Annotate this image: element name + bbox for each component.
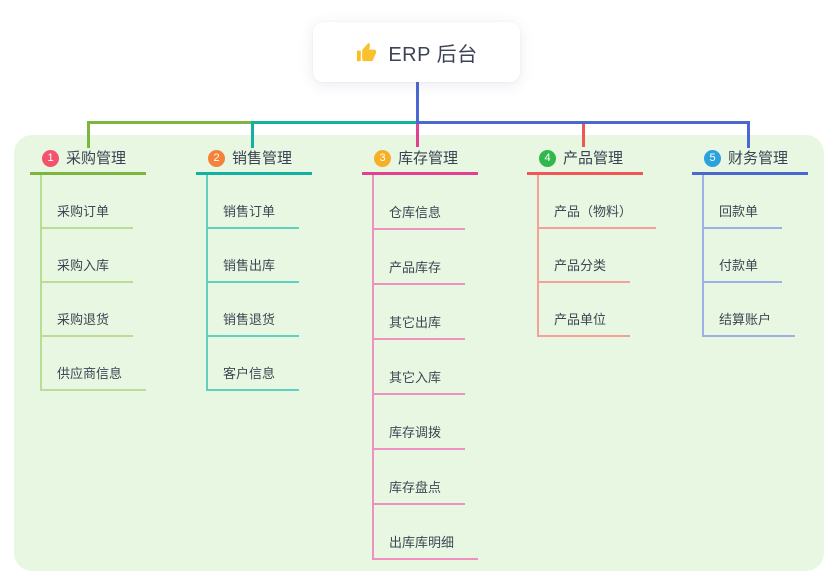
thumbs-up-icon	[355, 41, 378, 64]
node-item: 销售出库	[208, 229, 300, 283]
node-label[interactable]: 产品库存	[374, 261, 466, 285]
node-label[interactable]: 产品单位	[539, 313, 631, 337]
node-label[interactable]: 库存调拨	[374, 426, 466, 450]
branches-panel	[14, 135, 824, 571]
connector-drop-product	[582, 124, 585, 147]
node-item: 销售订单	[208, 175, 300, 229]
branch-items-purchase: 采购订单 采购入库 采购退货 供应商信息	[40, 175, 147, 391]
branch-product: 4 产品管理 产品（物料） 产品分类 产品单位	[527, 140, 657, 337]
badge-3-icon: 3	[374, 150, 391, 167]
connector-horizontal-purchase	[87, 121, 253, 124]
node-item: 回款单	[704, 175, 783, 229]
connector-horizontal-sales	[251, 121, 418, 124]
branch-label: 销售管理	[232, 150, 293, 167]
node-item: 供应商信息	[42, 337, 147, 391]
node-label[interactable]: 其它出库	[374, 316, 466, 340]
branch-finance: 5 财务管理 回款单 付款单 结算账户	[692, 140, 808, 337]
node-label[interactable]: 出库库明细	[374, 536, 479, 560]
node-item: 仓库信息	[374, 175, 466, 230]
node-label[interactable]: 采购退货	[42, 313, 134, 337]
branch-title-finance[interactable]: 5 财务管理	[692, 140, 808, 175]
node-label[interactable]: 产品分类	[539, 259, 631, 283]
connector-drop-inventory	[416, 124, 419, 147]
branch-inventory: 3 库存管理 仓库信息 产品库存 其它出库 其它入库 库存调拨 库存盘点 出库库…	[362, 140, 479, 560]
connector-drop-purchase	[87, 121, 90, 148]
node-label[interactable]: 客户信息	[208, 367, 300, 391]
branch-label: 采购管理	[66, 150, 127, 167]
node-item: 采购退货	[42, 283, 134, 337]
node-item: 其它出库	[374, 285, 466, 340]
root-title: ERP 后台	[388, 43, 478, 66]
node-item: 库存盘点	[374, 450, 466, 505]
branch-label: 财务管理	[728, 150, 789, 167]
node-item: 库存调拨	[374, 395, 466, 450]
badge-5-icon: 5	[704, 150, 721, 167]
node-item: 其它入库	[374, 340, 466, 395]
node-label[interactable]: 供应商信息	[42, 367, 147, 391]
branch-title-inventory[interactable]: 3 库存管理	[362, 140, 478, 175]
branch-label: 产品管理	[563, 150, 624, 167]
node-label[interactable]: 销售订单	[208, 205, 300, 229]
node-item: 采购入库	[42, 229, 134, 283]
node-item: 付款单	[704, 229, 783, 283]
connector-drop-finance	[747, 121, 750, 148]
branch-items-sales: 销售订单 销售出库 销售退货 客户信息	[206, 175, 312, 391]
branch-items-product: 产品（物料） 产品分类 产品单位	[537, 175, 657, 337]
branch-title-product[interactable]: 4 产品管理	[527, 140, 643, 175]
node-item: 产品（物料）	[539, 175, 657, 229]
badge-1-icon: 1	[42, 150, 59, 167]
node-item: 结算账户	[704, 283, 796, 337]
node-label[interactable]: 销售出库	[208, 259, 300, 283]
node-item: 采购订单	[42, 175, 134, 229]
node-label[interactable]: 结算账户	[704, 313, 796, 337]
branch-items-inventory: 仓库信息 产品库存 其它出库 其它入库 库存调拨 库存盘点 出库库明细	[372, 175, 479, 560]
root-node[interactable]: ERP 后台	[313, 22, 520, 82]
branch-title-sales[interactable]: 2 销售管理	[196, 140, 312, 175]
node-label[interactable]: 回款单	[704, 205, 783, 229]
connector-root-drop	[416, 82, 419, 124]
branch-title-purchase[interactable]: 1 采购管理	[30, 140, 146, 175]
badge-2-icon: 2	[208, 150, 225, 167]
badge-4-icon: 4	[539, 150, 556, 167]
node-label[interactable]: 采购入库	[42, 259, 134, 283]
branch-purchase: 1 采购管理 采购订单 采购入库 采购退货 供应商信息	[30, 140, 147, 391]
node-label[interactable]: 仓库信息	[374, 206, 466, 230]
node-label[interactable]: 销售退货	[208, 313, 300, 337]
branch-sales: 2 销售管理 销售订单 销售出库 销售退货 客户信息	[196, 140, 312, 391]
branch-label: 库存管理	[398, 150, 459, 167]
node-item: 销售退货	[208, 283, 300, 337]
node-item: 客户信息	[208, 337, 300, 391]
connector-drop-sales	[251, 121, 254, 148]
node-label[interactable]: 其它入库	[374, 371, 466, 395]
branch-items-finance: 回款单 付款单 结算账户	[702, 175, 808, 337]
node-item: 产品库存	[374, 230, 466, 285]
connector-horizontal-finance	[416, 121, 750, 124]
node-label[interactable]: 库存盘点	[374, 481, 466, 505]
node-label[interactable]: 采购订单	[42, 205, 134, 229]
node-item: 产品单位	[539, 283, 631, 337]
node-label[interactable]: 产品（物料）	[539, 205, 657, 229]
node-label[interactable]: 付款单	[704, 259, 783, 283]
node-item: 产品分类	[539, 229, 631, 283]
node-item: 出库库明细	[374, 505, 479, 560]
